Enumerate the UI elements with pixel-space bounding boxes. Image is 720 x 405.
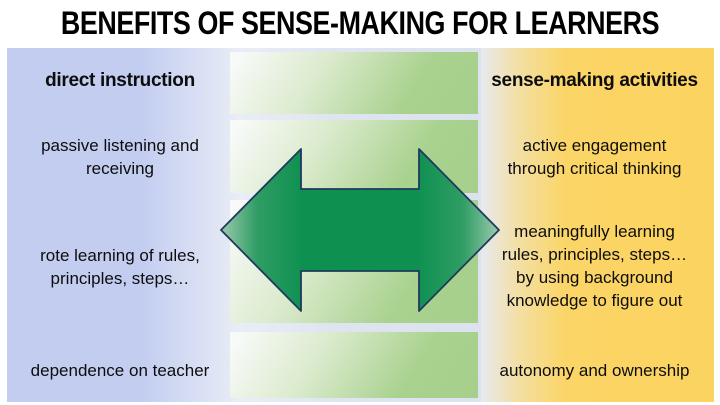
right-panel-background — [481, 48, 714, 402]
left-column-header: direct instruction — [45, 70, 195, 91]
left-item-dependence: dependence on teacher — [30, 361, 210, 380]
left-item-rote-learning: rote learning of rules, principles, step… — [40, 246, 200, 288]
right-item-active-engagement: active engagement through critical think… — [507, 136, 682, 178]
green-band-row-3 — [230, 332, 478, 398]
page-title: BENEFITS OF SENSE-MAKING FOR LEARNERS — [60, 5, 660, 41]
right-item-autonomy: autonomy and ownership — [499, 361, 690, 380]
right-column-header: sense-making activities — [491, 70, 698, 91]
bidirectional-arrow-icon — [220, 148, 500, 312]
left-item-passive-listening: passive listening and receiving — [41, 136, 199, 178]
green-band-header-row — [230, 52, 478, 114]
right-item-meaningful-learning: meaningfully learning rules, principles,… — [501, 222, 688, 310]
comparison-panel: direct instruction passive listening and… — [7, 48, 714, 402]
